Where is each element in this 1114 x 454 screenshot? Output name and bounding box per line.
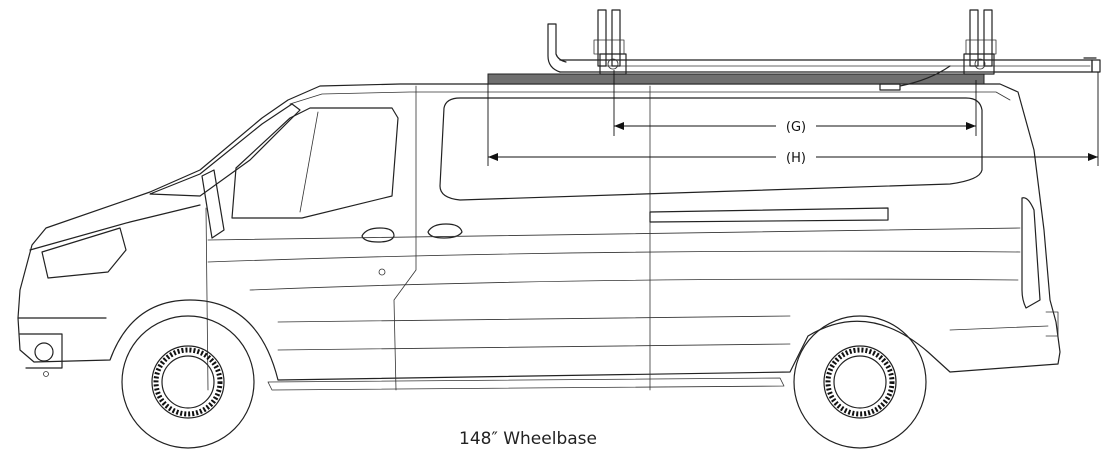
roof-inner-line [289,91,1011,105]
cargo-side-window [439,97,983,201]
rear-wheel [793,315,927,449]
tail-light [1021,197,1041,309]
windshield [149,103,301,197]
sensor-dot [43,371,49,377]
fog-light [34,342,54,362]
body-line-upper [207,227,1021,241]
sliding-door-handle [427,223,463,239]
rocker-line-lower [277,343,791,351]
front-wheel [121,315,255,449]
van-body-outline [17,83,1061,381]
rocker-line-upper [277,315,791,323]
side-mirror [201,169,225,239]
running-board [267,377,785,391]
dimension-h-label: (H) [786,151,806,166]
rear-bumper [949,311,1059,337]
body-line-lower [249,278,1019,291]
roof-rack [487,9,1101,91]
front-bumper [17,317,107,369]
dimension-g-label: (G) [786,120,806,135]
rear-rack-tower [963,9,997,75]
headlight [41,227,127,279]
front-door-handle [361,227,395,243]
front-window-divider [299,111,319,213]
fuel-door [378,268,386,276]
dimension-g: (G) [613,70,977,136]
sliding-door-track [649,207,889,223]
rear-bracket [879,65,951,91]
rack-tube-end [1083,57,1101,73]
wheelbase-caption: 148″ Wheelbase [459,429,597,449]
dimension-h: (H) [487,72,1099,166]
van-body [17,83,1061,391]
front-door-window [231,107,399,219]
body-line-middle [207,250,1021,263]
front-rack-tower [593,9,627,75]
hood-line [29,204,201,251]
rack-hook [547,23,567,73]
roof-rail [487,73,985,85]
